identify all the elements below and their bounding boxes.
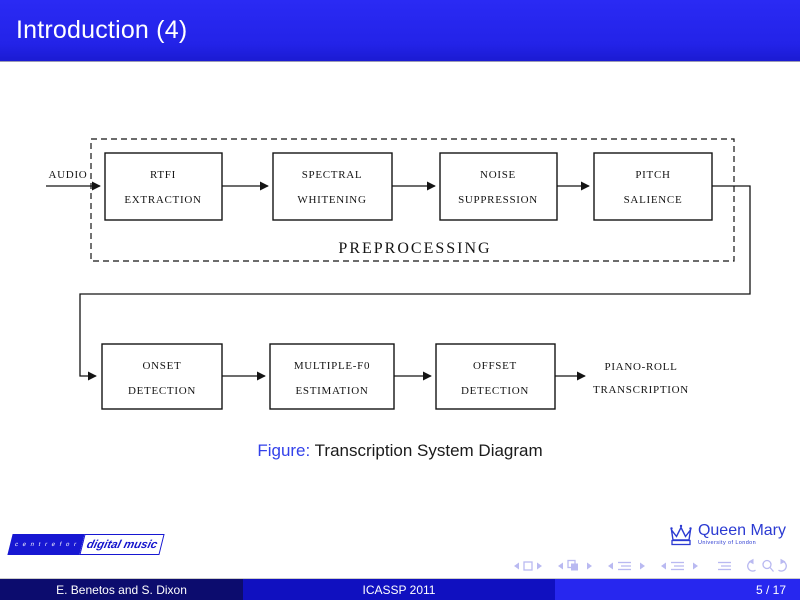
box-label-line2: WHITENING [297,194,366,206]
figure-caption-prefix: Figure: [257,441,311,460]
slide-title: Introduction (4) [16,16,188,44]
footline-conference: ICASSP 2011 [243,579,555,600]
box-outline [272,152,393,221]
box-label-line1: MULTIPLE-F0 [294,360,370,372]
box-label-line2: EXTRACTION [124,194,201,206]
figure-caption: Figure: Transcription System Diagram [0,441,800,461]
queen-mary-logo: Queen Mary University of London [668,523,786,549]
queen-mary-logo-text: Queen Mary University of London [698,523,786,547]
slide-footline: E. Benetos and S. Dixon ICASSP 2011 5 / … [0,578,800,600]
nav-frame-controls[interactable] [558,559,592,571]
output-label-line2: TRANSCRIPTION [593,384,689,396]
nav-slide-controls[interactable] [514,561,542,571]
c4dm-logo-right: digital music [79,534,165,555]
box-outline [104,152,223,221]
nav-appendix-symbol[interactable] [718,561,731,571]
output-label-line1: PIANO-ROLL [605,361,678,373]
footline-page-number: 5 / 17 [555,579,800,600]
box-noise-suppression: NOISE SUPPRESSION [439,152,558,221]
preprocessing-group-label: PREPROCESSING [338,240,491,257]
nav-back-button[interactable] [747,558,756,572]
box-spectral-whitening: SPECTRAL WHITENING [272,152,393,221]
box-label-line2: ESTIMATION [296,385,369,397]
box-outline [593,152,713,221]
figure-caption-text: Transcription System Diagram [314,441,543,460]
box-offset-detection: OFFSET DETECTION [435,343,556,410]
audio-input-label: AUDIO [49,169,88,181]
box-outline [101,343,223,410]
preprocessing-group-outline [90,138,735,262]
box-pitch-salience: PITCH SALIENCE [593,152,713,221]
box-label-line1: RTFI [150,169,176,181]
c4dm-logo-left: c e n t r e f o r [7,534,85,555]
box-multiple-f0-estimation: MULTIPLE-F0 ESTIMATION [269,343,395,410]
box-outline [435,343,556,410]
transcription-system-diagram: PREPROCESSING AUDIO RTFI EXTRACTION SPEC… [46,138,751,410]
nav-forward-button[interactable] [778,558,787,572]
nav-search-button[interactable] [762,559,774,572]
box-rtfi-extraction: RTFI EXTRACTION [104,152,223,221]
box-label-line2: SUPPRESSION [458,194,538,206]
c4dm-logo: c e n t r e f o r digital music [7,534,165,555]
box-label-line2: SALIENCE [624,194,683,206]
box-label-line1: NOISE [480,169,516,181]
box-label-line1: ONSET [143,360,182,372]
box-label-line1: PITCH [635,169,670,181]
box-onset-detection: ONSET DETECTION [101,343,223,410]
nav-subsection-controls[interactable] [608,561,645,571]
nav-section-controls[interactable] [661,561,698,571]
box-outline [439,152,558,221]
queen-mary-name: Queen Mary [697,522,786,539]
beamer-navigation-bar [514,558,787,572]
row-wrap-wire [79,185,751,381]
box-label-line1: OFFSET [473,360,517,372]
slide-title-bar: Introduction (4) [0,0,800,62]
footline-authors: E. Benetos and S. Dixon [0,579,243,600]
box-label-line1: SPECTRAL [302,169,363,181]
box-label-line2: DETECTION [128,385,196,397]
crown-icon [670,524,692,546]
box-outline [269,343,395,410]
queen-mary-subtitle: University of London [697,540,757,546]
piano-roll-output-label: PIANO-ROLL TRANSCRIPTION [593,361,689,396]
box-label-line2: DETECTION [461,385,529,397]
